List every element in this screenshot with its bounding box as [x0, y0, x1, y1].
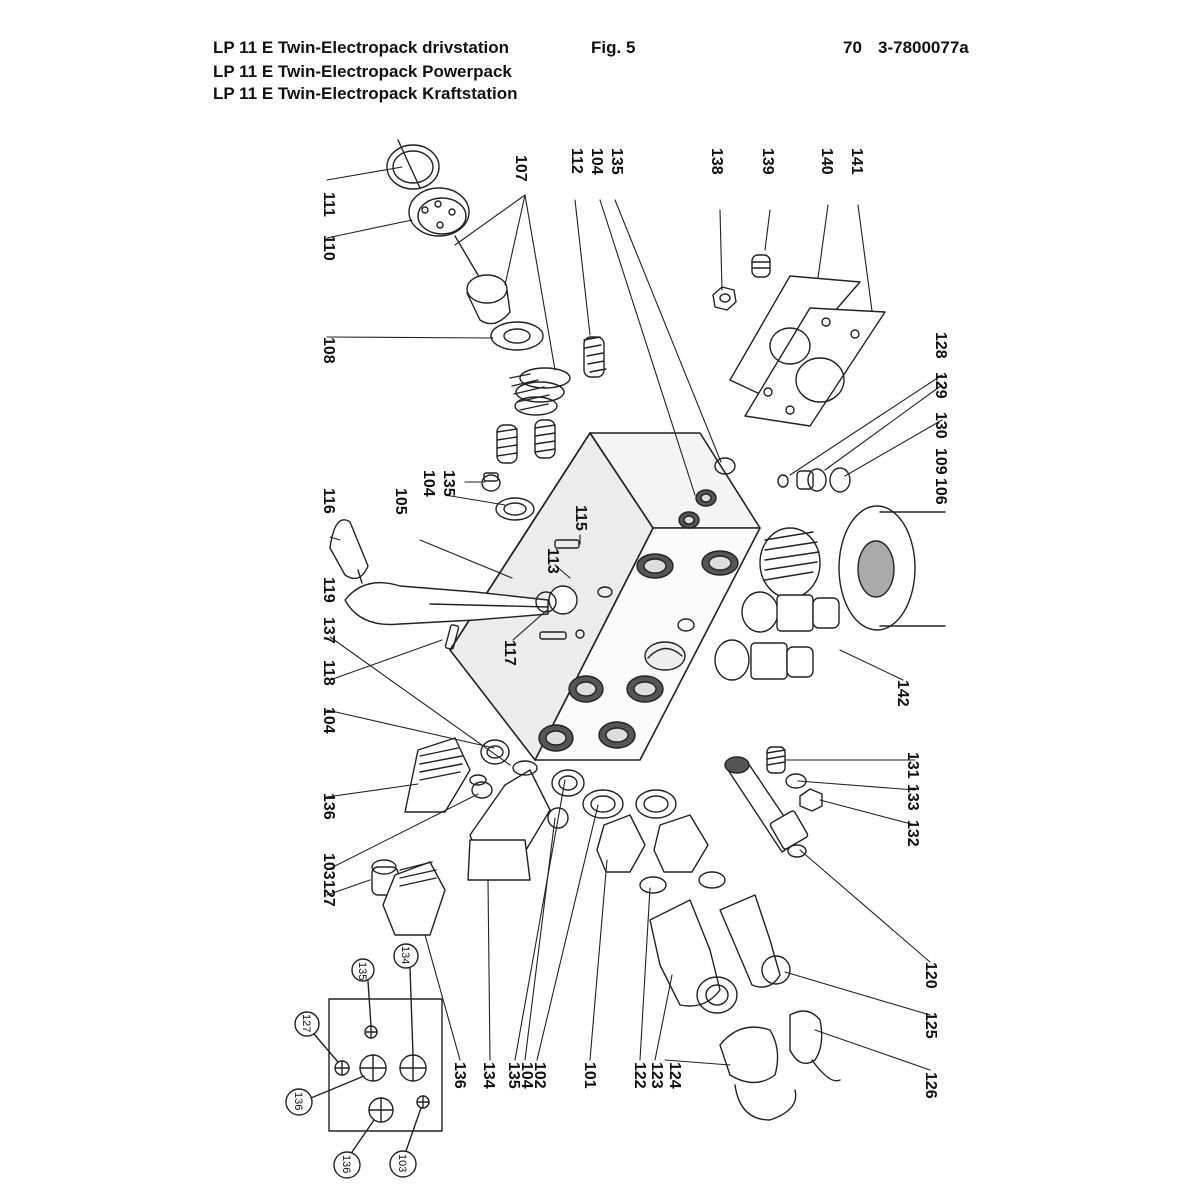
header-title-3: LP 11 E Twin-Electropack Kraftstation — [213, 84, 518, 103]
callout-134: 134 — [399, 946, 411, 964]
callout-136-a: 136 — [292, 1092, 304, 1110]
port-callout-labels: 135 134 127 136 136 103 — [292, 946, 411, 1173]
leader-lines — [326, 166, 943, 1071]
label-140: 140 — [818, 148, 835, 175]
callout-103: 103 — [396, 1154, 408, 1172]
label-135-top: 135 — [608, 148, 625, 175]
figure-number: Fig. 5 — [591, 38, 636, 57]
label-106: 106 — [932, 478, 949, 505]
label-104-bot: 104 — [518, 1062, 535, 1089]
label-118: 118 — [320, 660, 337, 686]
label-135-mid: 135 — [440, 470, 457, 497]
lower-left-couplings — [371, 737, 551, 936]
quick-couplings — [547, 769, 841, 1121]
label-117: 117 — [501, 640, 518, 666]
label-133: 133 — [904, 784, 921, 811]
label-136-left: 136 — [320, 793, 337, 820]
label-103: 103 — [320, 853, 337, 880]
label-124: 124 — [666, 1062, 683, 1089]
relief-valve-parts — [386, 139, 544, 351]
springs — [496, 336, 786, 774]
label-128: 128 — [932, 332, 949, 359]
label-138: 138 — [708, 148, 725, 175]
label-132: 132 — [904, 820, 921, 847]
header-title-2: LP 11 E Twin-Electropack Powerpack — [213, 62, 512, 81]
label-139: 139 — [759, 148, 776, 175]
label-116: 116 — [320, 488, 337, 514]
label-112: 112 — [568, 148, 585, 174]
label-120: 120 — [922, 962, 939, 989]
label-104-mid: 104 — [420, 470, 437, 497]
lever-handle — [329, 519, 613, 650]
label-137: 137 — [320, 617, 337, 644]
label-123: 123 — [648, 1062, 665, 1089]
label-135-bot: 135 — [505, 1062, 522, 1089]
label-134: 134 — [480, 1062, 497, 1089]
page-number: 70 — [843, 38, 862, 57]
label-107: 107 — [512, 155, 529, 182]
label-142: 142 — [894, 680, 911, 707]
label-127: 127 — [320, 880, 337, 907]
pressure-switch — [724, 756, 823, 858]
label-110: 110 — [320, 235, 337, 261]
label-131: 131 — [904, 752, 921, 779]
header-title-1: LP 11 E Twin-Electropack drivstation — [213, 38, 510, 57]
callout-136-b: 136 — [340, 1155, 352, 1173]
mounting-plates — [712, 254, 886, 427]
callout-135: 135 — [356, 962, 368, 980]
label-122: 122 — [631, 1062, 648, 1089]
port-schematic — [285, 943, 443, 1179]
label-104-left: 104 — [320, 707, 337, 734]
label-111: 111 — [320, 192, 337, 217]
label-105: 105 — [392, 488, 409, 515]
label-126: 126 — [922, 1072, 939, 1099]
label-129: 129 — [932, 372, 949, 399]
label-130: 130 — [932, 412, 949, 439]
plug-parts — [481, 472, 535, 521]
label-119: 119 — [320, 577, 337, 603]
label-104-top: 104 — [588, 148, 605, 175]
label-141: 141 — [848, 148, 865, 175]
label-125: 125 — [922, 1012, 939, 1039]
document-number: 3-7800077a — [878, 38, 969, 57]
label-109: 109 — [932, 448, 949, 475]
label-136-bot: 136 — [451, 1062, 468, 1089]
nipple-fittings — [714, 591, 840, 681]
part-labels: 111 110 107 108 112 104 135 138 139 140 … — [320, 148, 949, 1099]
label-102: 102 — [531, 1062, 548, 1089]
right-fittings — [714, 457, 946, 631]
label-115: 115 — [572, 505, 589, 531]
label-113: 113 — [544, 548, 561, 574]
label-101: 101 — [581, 1062, 598, 1089]
block-ports — [538, 489, 739, 752]
callout-127: 127 — [300, 1014, 312, 1032]
label-108: 108 — [320, 337, 337, 364]
